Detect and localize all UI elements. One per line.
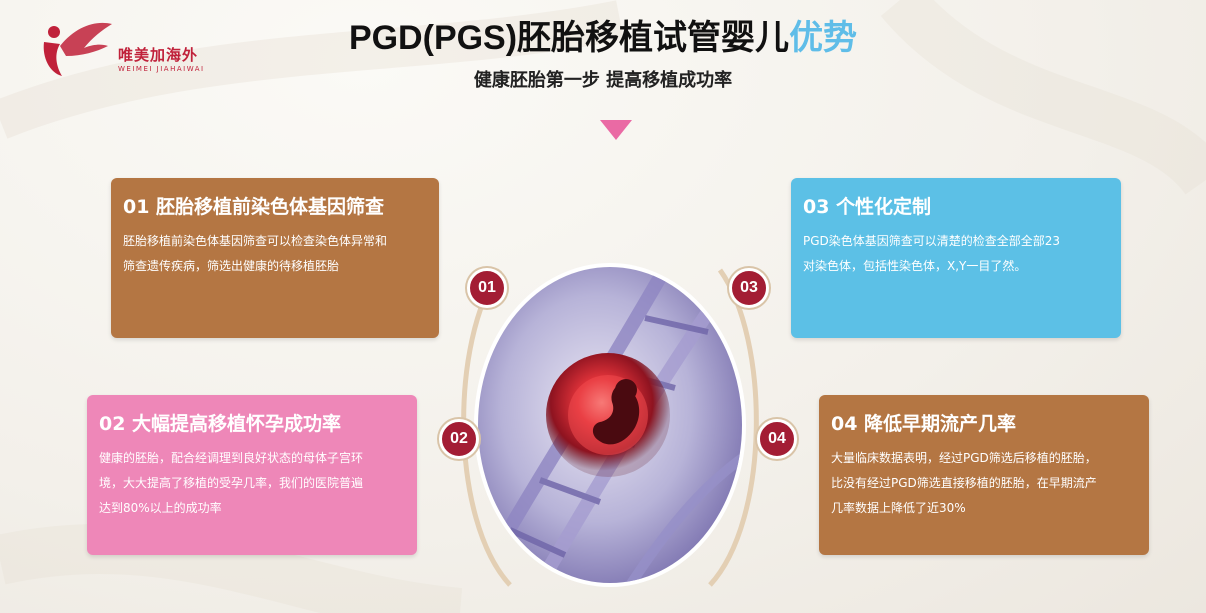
card-heading: 01 胚胎移植前染色体基因筛查 xyxy=(123,196,385,218)
card-success-rate: 02 大幅提高移植怀孕成功率 健康的胚胎，配合经调理到良好状态的母体子宫环 境，… xyxy=(87,395,417,555)
title-highlight: 优势 xyxy=(789,19,858,57)
card-line: 几率数据上降低了近30% xyxy=(831,501,966,515)
card-pgd-screening: 01 胚胎移植前染色体基因筛查 胚胎移植前染色体基因筛查可以检查染色体异常和 筛… xyxy=(111,178,439,338)
badge-02: 02 xyxy=(439,419,479,459)
logo-subtitle: WEIMEI JIAHAIWAI xyxy=(118,65,205,73)
card-heading: 03 个性化定制 xyxy=(803,196,932,218)
card-line: 达到80%以上的成功率 xyxy=(99,501,222,515)
badge-04: 04 xyxy=(757,419,797,459)
title-main: PGD(PGS)胚胎移植试管婴儿 xyxy=(348,19,790,57)
card-heading: 02 大幅提高移植怀孕成功率 xyxy=(99,413,342,435)
card-heading: 04 降低早期流产几率 xyxy=(831,413,1017,435)
badge-03: 03 xyxy=(729,268,769,308)
card-line: 对染色体，包括性染色体，X,Y一目了然。 xyxy=(803,259,1027,273)
page-title: PGD(PGS)胚胎移植试管婴儿优势 xyxy=(0,10,1206,59)
card-customization: 03 个性化定制 PGD染色体基因筛查可以清楚的检查全部全部23 对染色体，包括… xyxy=(791,178,1121,338)
card-line: 筛查遗传疾病，筛选出健康的待移植胚胎 xyxy=(123,259,340,273)
card-line: PGD染色体基因筛查可以清楚的检查全部全部23 xyxy=(803,234,1061,248)
angel-logo-icon xyxy=(43,22,112,76)
card-line: 比没有经过PGD筛选直接移植的胚胎，在早期流产 xyxy=(831,476,1097,490)
logo-name: 唯美加海外 xyxy=(118,46,199,64)
badge-01: 01 xyxy=(467,268,507,308)
brand-logo[interactable]: 唯美加海外 WEIMEI JIAHAIWAI xyxy=(36,18,226,80)
card-line: 健康的胚胎，配合经调理到良好状态的母体子宫环 xyxy=(99,451,364,465)
embryo-dna-illustration xyxy=(461,263,759,587)
card-line: 境，大大提高了移植的受孕几率，我们的医院普遍 xyxy=(99,476,364,490)
card-line: 胚胎移植前染色体基因筛查可以检查染色体异常和 xyxy=(123,234,388,248)
down-triangle-icon xyxy=(600,120,632,140)
card-miscarriage-rate: 04 降低早期流产几率 大量临床数据表明，经过PGD筛选后移植的胚胎， 比没有经… xyxy=(819,395,1149,555)
page-subtitle: 健康胚胎第一步 提高移植成功率 xyxy=(473,70,733,91)
card-line: 大量临床数据表明，经过PGD筛选后移植的胚胎， xyxy=(831,451,1097,465)
